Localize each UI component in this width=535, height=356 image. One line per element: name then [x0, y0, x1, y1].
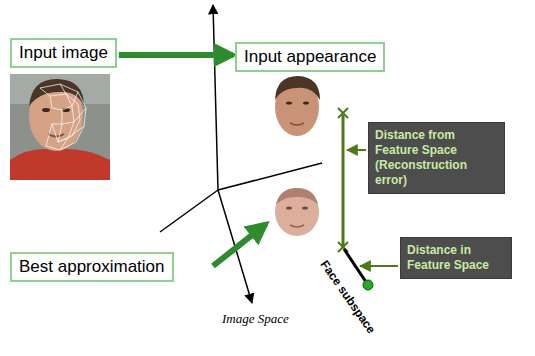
pointer-arrow [213, 224, 266, 266]
region-label: Face subspace [318, 258, 379, 337]
axis-label: Image Space [222, 311, 289, 327]
callout-box: Distance from Feature Space (Reconstruct… [368, 122, 505, 194]
box-text: Distance from Feature Space (Reconstruct… [375, 128, 498, 188]
box-text: Best approximation [19, 257, 165, 277]
reconstruction-line [342, 115, 345, 247]
box-text: Input appearance [244, 47, 376, 67]
appearance-face [275, 76, 320, 136]
box-text: Input image [19, 43, 108, 63]
input-photo [10, 74, 110, 180]
callout-box: Distance in Feature Space [400, 237, 512, 279]
input-box: Input appearance [235, 42, 385, 72]
input-box: Best approximation [10, 252, 174, 282]
input-box: Input image [10, 38, 117, 68]
subspace-point [363, 280, 373, 290]
leader-arrow [347, 149, 366, 151]
approximation-face [275, 188, 319, 236]
box-text: Distance in Feature Space [407, 243, 505, 273]
leader-arrow [360, 265, 398, 267]
projection-mark [338, 108, 348, 252]
flow-arrow [119, 52, 233, 58]
distance-line [344, 249, 368, 285]
